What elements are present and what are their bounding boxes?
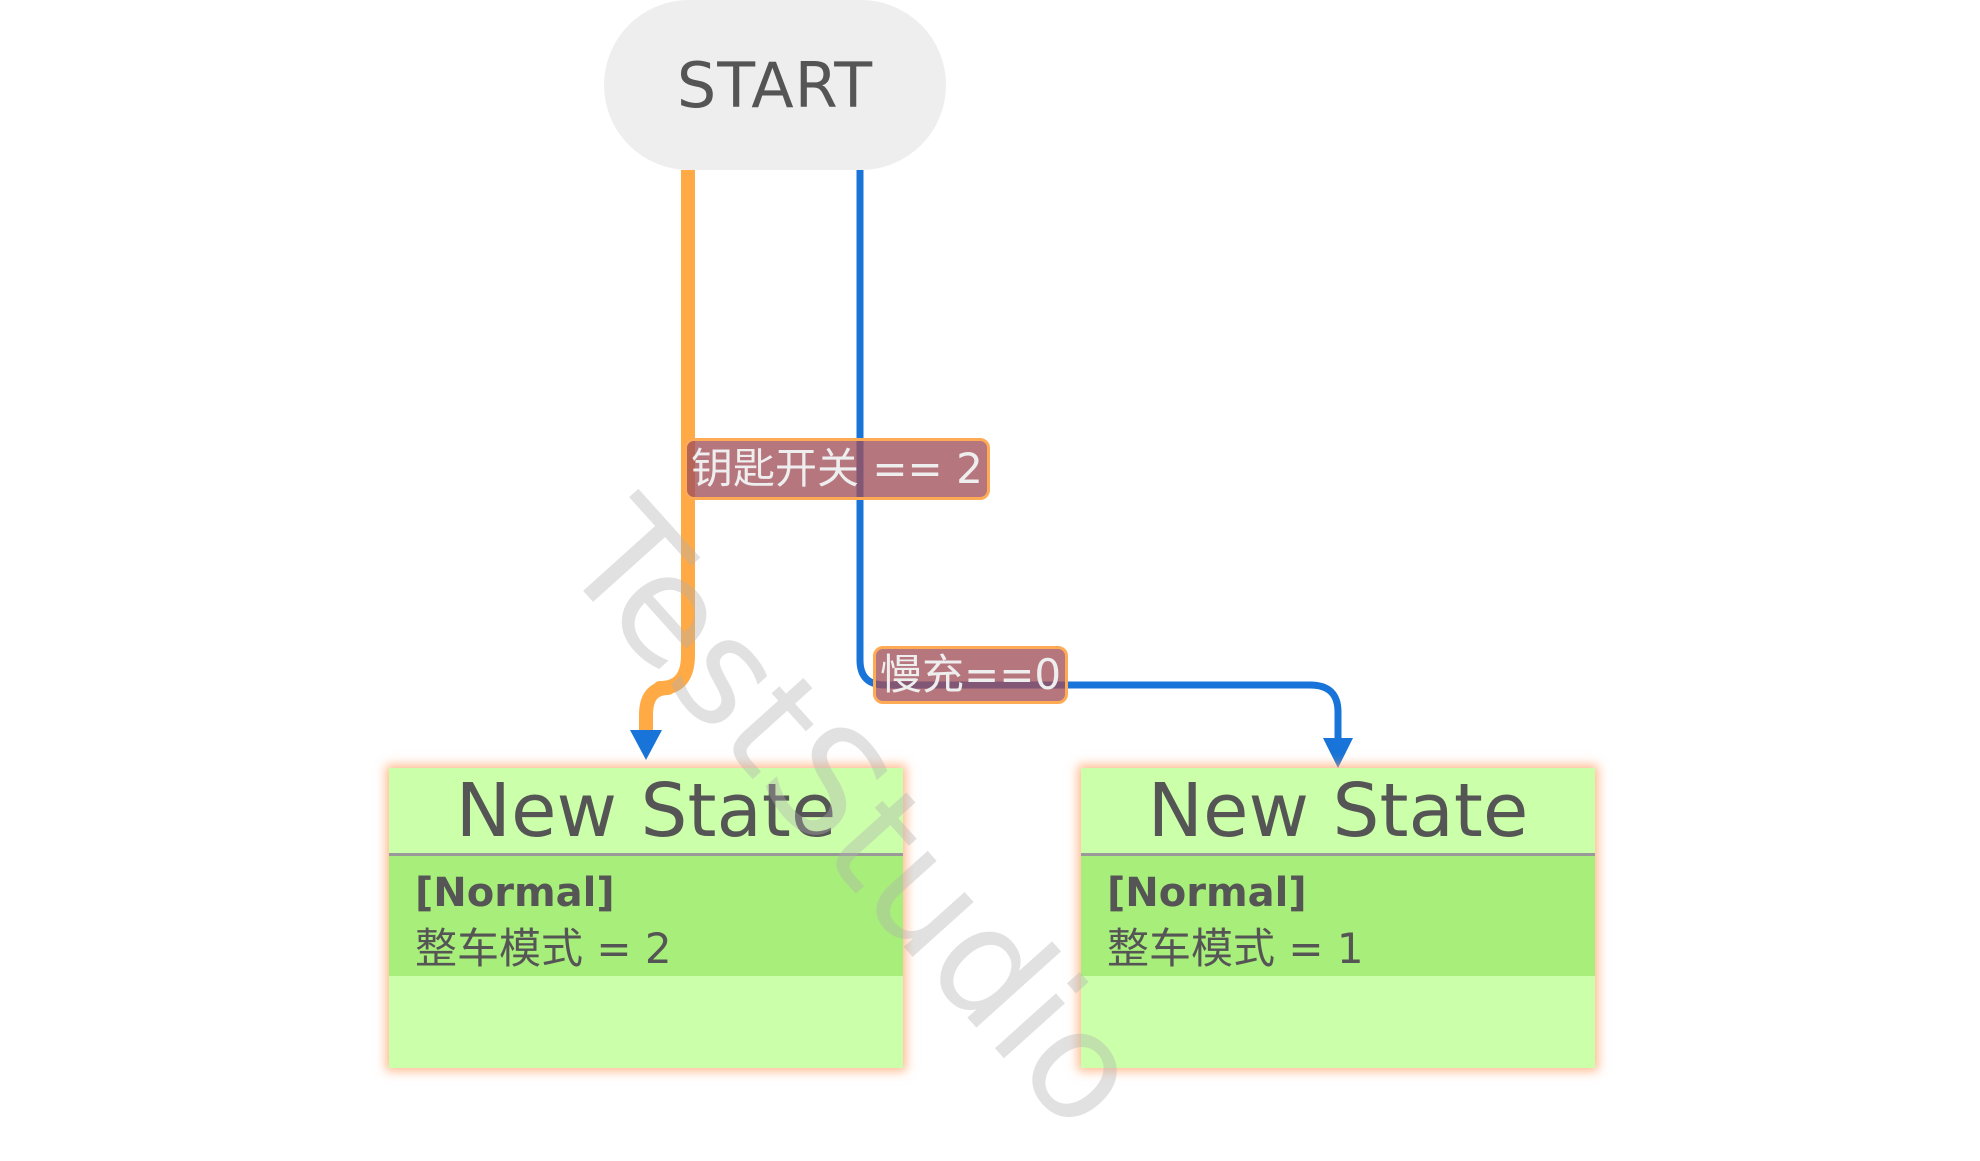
state-node-2[interactable]: New State [Normal] 整车模式 = 1	[1081, 768, 1595, 1068]
transition-condition-text: 钥匙开关 == 2	[691, 444, 983, 493]
transition-lines	[630, 170, 1353, 768]
transition-condition-label-2[interactable]: 慢充==0	[873, 646, 1069, 704]
transition-line-2[interactable]	[856, 170, 1342, 740]
state-mode: [Normal]	[1107, 870, 1307, 916]
transition-condition-label-1[interactable]: 钥匙开关 == 2	[684, 438, 990, 500]
state-node-1[interactable]: New State [Normal] 整车模式 = 2	[389, 768, 903, 1068]
start-node-label: START	[676, 48, 874, 122]
transition-arrowhead-1	[630, 730, 662, 760]
transition-condition-text: 慢充==0	[880, 650, 1062, 699]
state-title: New State	[389, 768, 903, 856]
transition-arrowhead-2	[1323, 738, 1353, 768]
transition-line-1[interactable]	[639, 170, 695, 735]
state-body: [Normal] 整车模式 = 1	[1081, 856, 1595, 976]
state-diagram-canvas: START 钥匙开关 == 2 慢充==0 New State [Normal]…	[389, 0, 1595, 1161]
state-mode: [Normal]	[415, 870, 615, 916]
start-node[interactable]: START	[604, 0, 946, 170]
state-action: 整车模式 = 1	[1107, 924, 1364, 973]
state-title: New State	[1081, 768, 1595, 856]
state-action: 整车模式 = 2	[415, 924, 672, 973]
state-body: [Normal] 整车模式 = 2	[389, 856, 903, 976]
